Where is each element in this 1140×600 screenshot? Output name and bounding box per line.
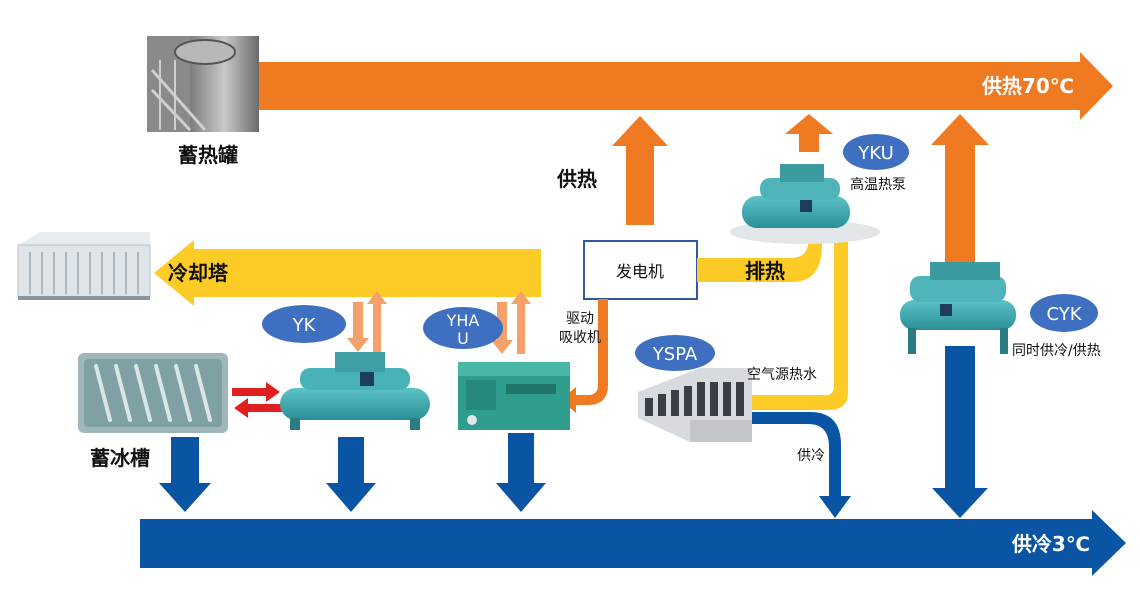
heat-supply-main-arrow — [258, 52, 1113, 120]
yku-heat-up-arrow — [785, 114, 833, 152]
high-temp-heat-pump-label: 高温热泵 — [850, 176, 906, 193]
yhau-absorption-chiller-image — [458, 362, 570, 430]
exhaust-heat-label: 排热 — [745, 259, 785, 283]
drive-label-line2: 吸收机 — [559, 330, 601, 346]
cooling-tower-label: 冷却塔 — [168, 261, 229, 285]
heat-tank-label: 蓄热罐 — [178, 143, 238, 167]
heat-supply-label: 供热 — [556, 167, 597, 191]
yspa-model-text: YSPA — [652, 344, 698, 365]
cyk-heat-up-arrow — [931, 114, 989, 275]
cooling-tower-arrow — [154, 240, 541, 306]
cold-supply-label: 供冷 — [797, 448, 825, 464]
yk-chiller-image — [280, 352, 430, 430]
cyk-cold-down-arrow — [932, 346, 988, 518]
yhau-model-text-line2: U — [457, 329, 469, 348]
cooling-tower-image — [17, 232, 151, 300]
yk-tower-exchange-arrows — [347, 291, 387, 352]
yku-heat-pump-image — [730, 164, 880, 244]
exhaust-heat-arrow — [697, 222, 831, 282]
yhau-model-oval — [423, 307, 503, 349]
yk-cold-down-arrow — [326, 437, 376, 512]
yspa-cold-curve-arrow — [752, 412, 851, 518]
yspa-air-source-unit-image — [638, 368, 752, 442]
generator-box — [583, 240, 698, 300]
generator-label: 发电机 — [616, 262, 664, 281]
yku-model-oval — [843, 134, 909, 170]
yk-model-text: YK — [292, 315, 317, 336]
simultaneous-label: 同时供冷/供热 — [1012, 343, 1101, 359]
yk-model-oval — [262, 305, 346, 343]
ice-tank-cold-down-arrow — [159, 437, 211, 512]
yspa-model-oval — [635, 335, 715, 371]
ice-tank-image — [78, 353, 228, 433]
drive-label-line1: 驱动 — [566, 311, 594, 327]
air-source-hot-water-label: 空气源热水 — [747, 367, 817, 383]
heat-supply-70-label: 供热70℃ — [981, 74, 1074, 98]
cyk-model-oval — [1030, 294, 1098, 332]
heat-tank-image — [147, 36, 259, 132]
yhau-model-text-line1: YHA — [446, 311, 480, 330]
generator-heat-up-arrow — [612, 116, 668, 225]
cold-supply-main-arrow — [140, 510, 1126, 576]
cold-supply-3-label: 供冷3℃ — [1011, 532, 1090, 556]
ice-tank-yk-exchange-arrows — [232, 382, 282, 418]
ice-tank-label: 蓄冰槽 — [90, 446, 150, 470]
cyk-unit-image — [900, 262, 1016, 354]
yhau-cold-down-arrow — [496, 433, 546, 512]
yku-model-text: YKU — [857, 143, 894, 164]
cyk-model-text: CYK — [1046, 304, 1082, 325]
